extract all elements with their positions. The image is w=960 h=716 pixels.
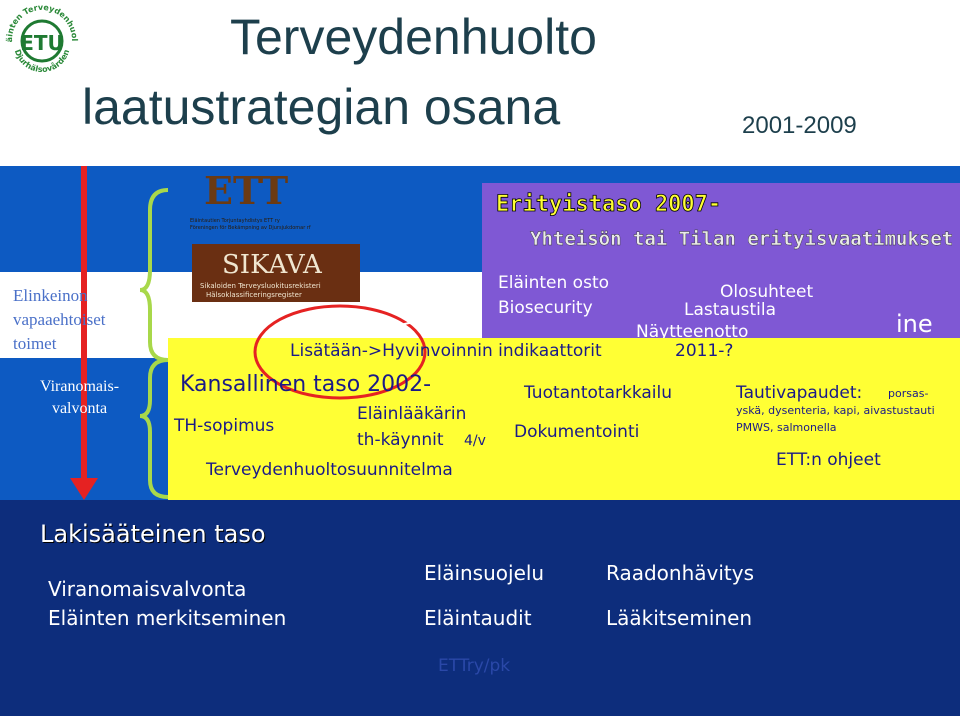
national-heading: Kansallinen taso 2002- <box>180 372 432 397</box>
ett-logo-caption-2: Föreningen för Bekämpning av Djursjukdom… <box>190 225 311 231</box>
welfare-year: 2011-? <box>675 341 734 361</box>
special-sampling: Näytteenotto <box>636 322 749 338</box>
etu-logo: Eläinten Terveydenhuolto Djurhälsovården… <box>0 0 82 80</box>
national-vet-visit-2: th-käynnit <box>357 430 444 450</box>
special-conditions: Olosuhteet <box>720 282 814 302</box>
special-subheading: Yhteisön tai Tilan erityisvaatimukset <box>530 228 954 250</box>
title-years: 2001-2009 <box>742 112 857 139</box>
special-level-box <box>482 183 960 358</box>
national-production: Tuotantotarkkailu <box>524 383 673 403</box>
left-label-voluntary-line-3: toimet <box>13 334 57 353</box>
legal-diseases: Eläintaudit <box>424 606 532 630</box>
national-documentation: Dokumentointi <box>514 422 640 442</box>
national-freedom-line-2: yskä, dysenteria, kapi, aivastustauti <box>736 404 935 417</box>
national-vet-visit-1: Eläinlääkärin <box>357 404 467 424</box>
title-line-1: Terveydenhuolto <box>230 9 597 65</box>
sikava-logo-caption-1: Sikaloiden Terveysluokitusrekisteri <box>200 282 321 290</box>
national-th-agreement: TH-sopimus <box>174 416 275 436</box>
national-instructions: ETT:n ohjeet <box>776 450 881 470</box>
national-freedom-line-3: PMWS, salmonella <box>736 421 837 434</box>
legal-medication: Lääkitseminen <box>606 606 753 630</box>
special-cut-text: ine <box>896 310 933 338</box>
national-vet-frequency: 4/v <box>464 433 486 449</box>
left-label-voluntary: Elinkeinon vapaaehtoiset toimet <box>13 284 106 356</box>
left-label-authority-line-1: Viranomais- <box>40 378 120 395</box>
national-plan: Terveydenhuoltosuunnitelma <box>206 460 453 480</box>
national-level-box <box>168 338 960 500</box>
sikava-logo-text: SIKAVA <box>222 250 322 280</box>
footer-credit: ETTry/pk <box>438 656 511 676</box>
special-biosecurity: Biosecurity <box>498 298 593 318</box>
legal-protection: Eläinsuojelu <box>424 561 545 585</box>
sikava-logo: SIKAVA Sikaloiden Terveysluokitusrekiste… <box>192 244 360 302</box>
national-freedom-line-1: porsas- <box>888 387 929 400</box>
ett-logo-caption-1: Eläintautien Torjuntayhdistys ETT ry <box>190 218 280 224</box>
legal-authority: Viranomaisvalvonta <box>48 577 247 601</box>
left-label-voluntary-line-1: Elinkeinon <box>13 286 88 305</box>
title-line-2: laatustrategian osana <box>82 79 561 135</box>
legal-disposal: Raadonhävitys <box>606 561 754 585</box>
left-label-authority-line-2: valvonta <box>51 400 108 417</box>
special-heading: Erityistaso 2007- <box>496 192 722 218</box>
legal-marking: Eläinten merkitseminen <box>48 606 287 630</box>
special-purchase: Eläinten osto <box>498 273 610 293</box>
left-label-authority: Viranomais- valvonta <box>40 376 119 420</box>
legal-heading: Lakisääteinen taso <box>40 520 266 548</box>
sikava-logo-caption-2: Hälsoklassificeringsregister <box>206 291 302 299</box>
national-freedom-label: Tautivapaudet: <box>736 383 863 403</box>
ett-logo: ETT Eläintautien Torjuntayhdistys ETT ry… <box>190 168 311 232</box>
welfare-indicators: Lisätään->Hyvinvoinnin indikaattorit <box>290 341 602 361</box>
left-label-voluntary-line-2: vapaaehtoiset <box>13 310 106 329</box>
ett-logo-text: ETT <box>204 168 289 213</box>
etu-logo-letters: ETU <box>20 31 64 55</box>
background-navy-band <box>0 500 960 716</box>
special-loading: Lastaustila <box>684 300 776 320</box>
